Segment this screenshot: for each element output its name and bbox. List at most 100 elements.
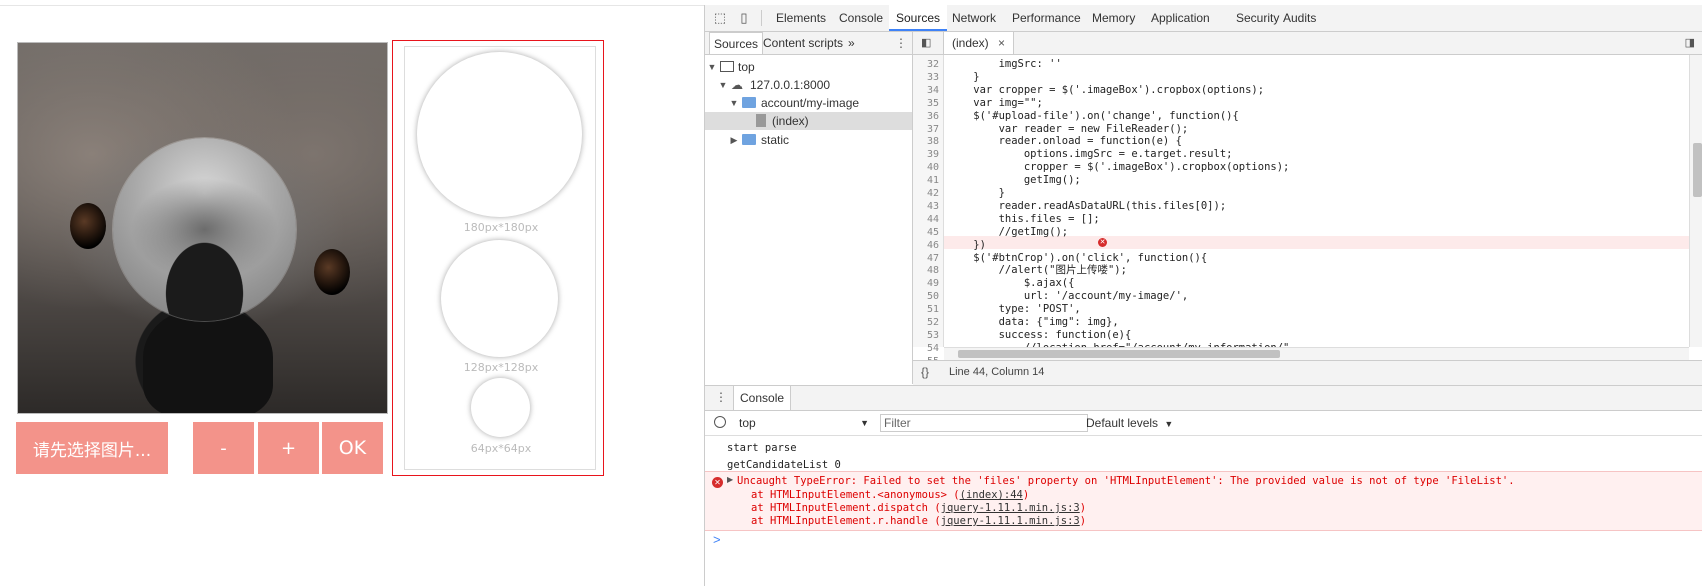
line-number[interactable]: 47	[926, 252, 939, 264]
drawer-menu-icon[interactable]: ⋮	[715, 390, 727, 404]
clear-console-icon[interactable]	[714, 416, 726, 428]
zoom-out-button[interactable]: -	[193, 422, 254, 474]
upload-file-button[interactable]: 请先选择图片...	[16, 422, 168, 474]
tab-sources[interactable]: Sources	[889, 5, 948, 31]
zoom-in-button[interactable]: +	[258, 422, 319, 474]
scroll-thumb[interactable]	[1693, 143, 1702, 197]
tab-memory[interactable]: Memory	[1092, 11, 1136, 25]
tree-item-folder-account[interactable]: ▼ account/my-image	[705, 94, 912, 112]
preview-small	[471, 378, 530, 437]
expand-arrow-icon[interactable]: ▼	[707, 62, 717, 72]
collapse-arrow-icon[interactable]: ▶	[730, 135, 738, 145]
tree-item-index[interactable]: (index)	[705, 112, 912, 130]
line-number[interactable]: 42	[926, 188, 939, 199]
line-number[interactable]: 35	[926, 97, 939, 109]
stack-link[interactable]: jquery-1.11.1.min.js:3	[940, 502, 1080, 514]
log-message: start parse	[727, 442, 797, 454]
tab-performance[interactable]: Performance	[1012, 11, 1081, 25]
drawer-tabs: ⋮ Console	[705, 386, 1702, 411]
line-number[interactable]: 44	[926, 213, 939, 225]
preview-panel: 180px*180px 128px*128px 64px*64px	[392, 40, 604, 476]
devtools-panel: ⬚ ▯ Elements Console Sources Network Per…	[704, 5, 1702, 587]
line-number[interactable]: 36	[926, 110, 939, 122]
error-text: Uncaught TypeError: Failed to set the 'f…	[737, 475, 1515, 487]
editor-horizontal-scrollbar[interactable]	[944, 347, 1689, 360]
tab-audits[interactable]: Audits	[1283, 11, 1317, 25]
tree-item-host[interactable]: ▼ ☁ 127.0.0.1:8000	[705, 76, 912, 94]
line-number[interactable]: 38	[926, 136, 939, 148]
code-line: this.files = [];	[948, 212, 1100, 225]
tree-item-top[interactable]: ▼ top	[705, 58, 912, 76]
editor-tab-index[interactable]: (index) ×	[943, 32, 1015, 54]
stack-link[interactable]: jquery-1.11.1.min.js:3	[940, 515, 1080, 527]
device-toolbar-icon[interactable]: ▯	[740, 10, 748, 25]
context-select[interactable]: top ▼	[739, 414, 869, 432]
tree-item-folder-static[interactable]: ▶ static	[705, 131, 912, 149]
code-line: url: '/account/my-image/',	[948, 290, 1189, 303]
line-number[interactable]: 39	[926, 149, 939, 161]
stack-link[interactable]: (index):44	[959, 489, 1023, 501]
preview-medium-label: 128px*128px	[463, 361, 539, 374]
tab-security[interactable]: Security	[1236, 11, 1280, 25]
error-marker-icon[interactable]: ✕	[1098, 238, 1107, 247]
line-number[interactable]: 54	[926, 342, 939, 354]
expand-arrow-icon[interactable]: ▶	[727, 475, 734, 484]
filter-input[interactable]	[880, 414, 1088, 432]
expand-arrow-icon[interactable]: ▼	[718, 80, 728, 90]
nav-tab-content-scripts[interactable]: Content scripts	[763, 36, 844, 50]
nav-menu-icon[interactable]: ⋮	[895, 36, 907, 50]
line-number[interactable]: 41	[926, 175, 939, 187]
line-number[interactable]: 53	[926, 329, 939, 341]
pretty-print-icon[interactable]: {}	[921, 365, 930, 379]
log-levels-select[interactable]: Default levels ▼	[1086, 414, 1173, 432]
line-number[interactable]: 50	[926, 291, 939, 303]
line-number[interactable]: 45	[926, 226, 939, 238]
close-icon[interactable]: ×	[998, 36, 1006, 50]
toggle-navigator-icon[interactable]: ◧	[921, 37, 932, 49]
code-line: $('#upload-file').on('change', function(…	[948, 109, 1239, 122]
code-line: data: {"img": img},	[948, 316, 1119, 328]
crop-ok-button[interactable]: OK	[322, 422, 383, 474]
devtools-main-toolbar: ⬚ ▯ Elements Console Sources Network Per…	[705, 5, 1702, 32]
toggle-debugger-icon[interactable]: ◨	[1684, 37, 1695, 49]
line-number[interactable]: 43	[926, 200, 939, 212]
editor-vertical-scrollbar[interactable]	[1689, 55, 1702, 347]
image-crop-box[interactable]	[17, 42, 388, 414]
crop-selection-circle[interactable]	[113, 138, 296, 321]
line-number[interactable]: 51	[926, 304, 939, 316]
line-number[interactable]: 49	[926, 278, 939, 290]
tab-application[interactable]: Application	[1151, 11, 1210, 25]
line-number[interactable]: 33	[926, 71, 939, 83]
tab-console[interactable]: Console	[839, 11, 884, 25]
code-line: type: 'POST',	[948, 303, 1081, 316]
line-number[interactable]: 34	[926, 84, 939, 96]
stack-frame: at HTMLInputElement.dispatch (jquery-1.1…	[751, 502, 1086, 515]
console-prompt[interactable]: >	[713, 532, 721, 547]
nav-more-chevron-icon[interactable]: »	[848, 36, 855, 50]
code-line: success: function(e){	[948, 328, 1132, 341]
line-number[interactable]: 46	[926, 239, 939, 251]
code-line: reader.onload = function(e) {	[948, 135, 1182, 148]
code-line: options.imgSrc = e.target.result;	[948, 148, 1233, 161]
dropdown-arrow-icon: ▼	[860, 418, 869, 428]
nav-tab-sources[interactable]: Sources	[709, 32, 764, 54]
line-number[interactable]: 32	[926, 59, 939, 70]
page-divider	[0, 5, 704, 6]
line-number[interactable]: 40	[926, 162, 939, 174]
line-number[interactable]: 52	[926, 317, 939, 328]
inspect-element-icon[interactable]: ⬚	[713, 10, 727, 25]
code-line: //getImg();	[948, 225, 1069, 238]
scroll-thumb[interactable]	[958, 350, 1280, 358]
line-number[interactable]: 37	[926, 123, 939, 135]
tab-elements[interactable]: Elements	[776, 11, 827, 25]
context-value: top	[739, 416, 756, 430]
line-number[interactable]: 48	[926, 265, 939, 277]
code-line: }	[948, 187, 1005, 199]
expand-arrow-icon[interactable]: ▼	[729, 98, 739, 108]
drawer-tab-console[interactable]: Console	[733, 386, 792, 410]
tab-network[interactable]: Network	[952, 11, 997, 25]
cloud-icon: ☁	[731, 78, 743, 92]
error-message[interactable]: ✕ ▶ Uncaught TypeError: Failed to set th…	[705, 471, 1702, 531]
preview-large-label: 180px*180px	[463, 221, 539, 234]
